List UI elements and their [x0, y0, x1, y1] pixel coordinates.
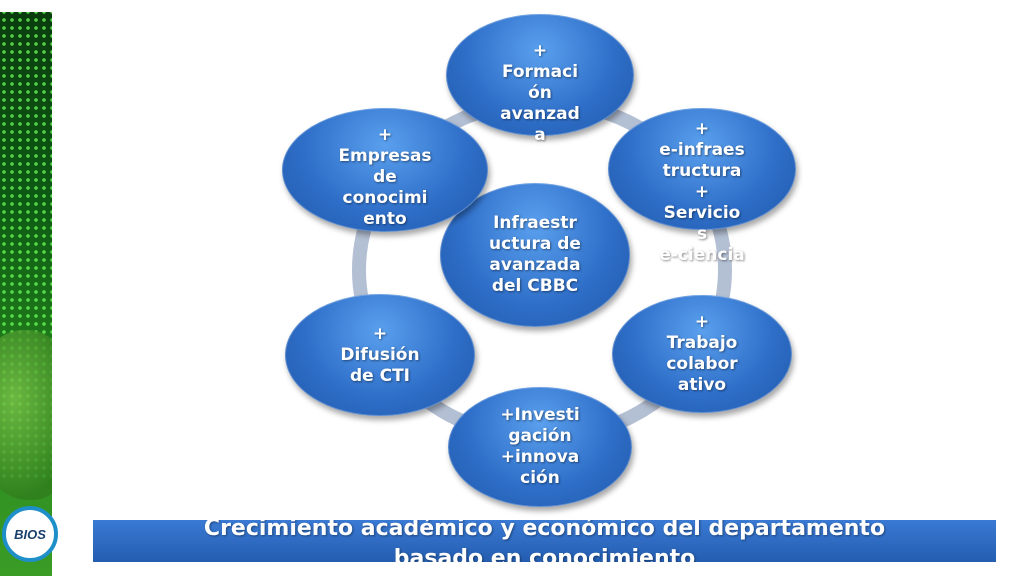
node-bottom-label: +Investi gación +innova ción	[500, 405, 580, 488]
node-lower-left-label: + Difusión de CTI	[340, 323, 420, 386]
node-lower-right: + Trabajo colabor ativo	[612, 295, 792, 413]
node-upper-left-label: + Empresas de conocimi ento	[338, 124, 432, 229]
node-top: + Formaci ón avanzad a	[446, 14, 634, 145]
node-bottom: +Investi gación +innova ción	[448, 387, 632, 507]
node-lower-left: + Difusión de CTI	[285, 294, 475, 416]
node-lower-right-label: + Trabajo colabor ativo	[666, 312, 738, 395]
banner-text: Crecimiento académico y económico del de…	[203, 520, 886, 562]
strip-top-band	[0, 0, 52, 12]
node-upper-right-label: + e-infraes tructura + Servicio s e-cien…	[659, 118, 745, 265]
node-upper-left: + Empresas de conocimi ento	[282, 108, 488, 232]
node-center-label: Infraestr uctura de avanzada del CBBC	[489, 213, 581, 296]
bios-logo: BIOS	[2, 506, 58, 562]
leaf-graphic	[0, 330, 52, 500]
node-upper-right: + e-infraes tructura + Servicio s e-cien…	[608, 108, 796, 265]
decorative-side-strip	[0, 0, 52, 576]
logo-text: BIOS	[14, 526, 46, 542]
node-top-label: + Formaci ón avanzad a	[500, 40, 580, 145]
node-center: Infraestr uctura de avanzada del CBBC	[440, 183, 630, 327]
strip-separator	[52, 0, 56, 576]
title-banner: Crecimiento académico y económico del de…	[93, 520, 996, 562]
